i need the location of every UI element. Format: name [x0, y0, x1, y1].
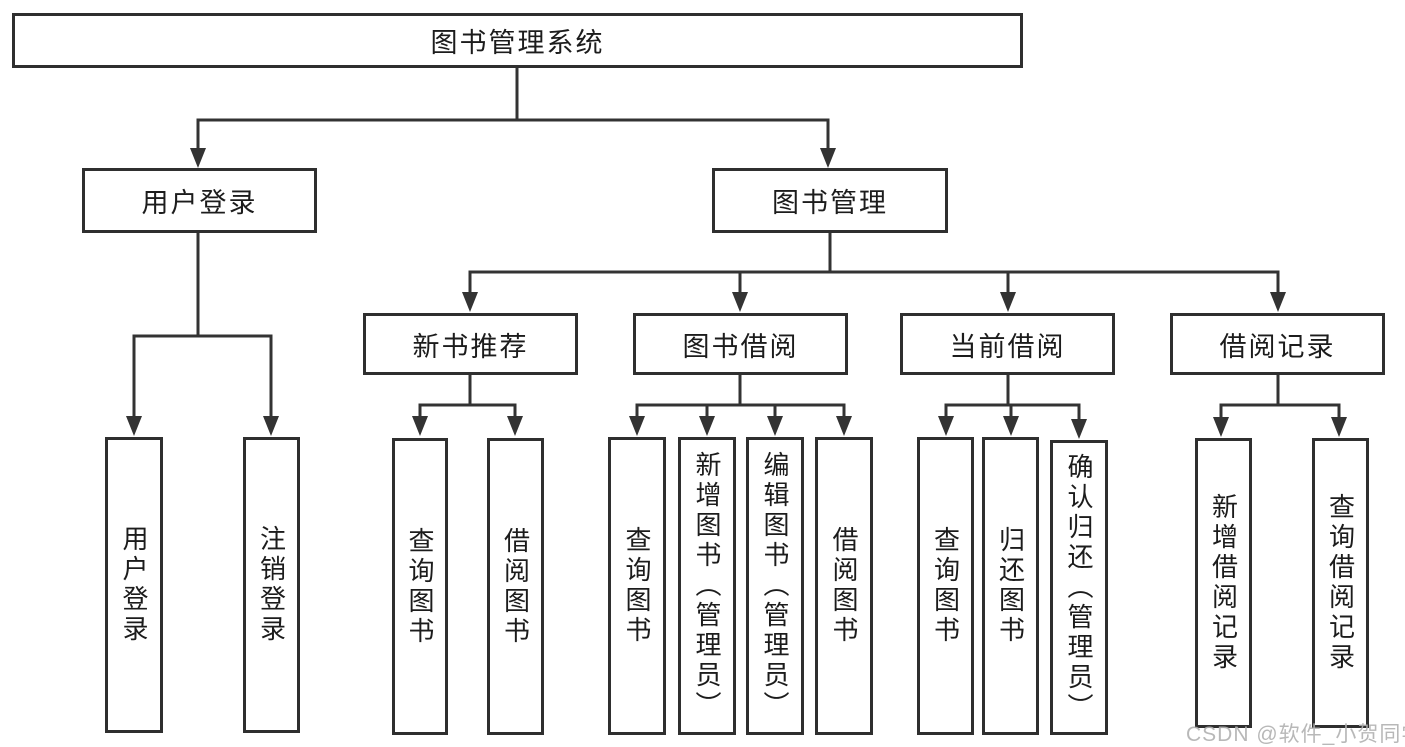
node-return-book: 归还图书: [982, 437, 1039, 735]
node-user-login-label: 用户登录: [141, 188, 258, 218]
arrow-down-icon: [767, 416, 783, 436]
node-query-book-a-label: 查询图书: [405, 526, 435, 647]
node-borrowing-records-label: 借阅记录: [1219, 331, 1336, 362]
node-current-borrowing: 当前借阅: [900, 313, 1115, 375]
connector-book-management-children: [462, 233, 1286, 312]
connector-book-borrowing-children: [629, 375, 852, 436]
arrow-down-icon: [836, 416, 852, 436]
arrow-down-icon: [190, 148, 206, 168]
node-new-book-recommend: 新书推荐: [363, 313, 578, 375]
connector-user-login-children: [126, 233, 279, 436]
node-add-borrow-record: 新增借阅记录: [1195, 438, 1252, 728]
node-user-login: 用户登录: [82, 168, 317, 233]
arrow-down-icon: [1331, 417, 1347, 437]
node-current-borrowing-label: 当前借阅: [949, 331, 1066, 362]
arrow-down-icon: [126, 416, 142, 436]
node-query-book-a: 查询图书: [392, 438, 448, 735]
node-root-label: 图书管理系统: [430, 28, 605, 58]
node-confirm-return-admin-label: 确认归还（管理员）: [1064, 452, 1094, 723]
node-confirm-return-admin: 确认归还（管理员）: [1050, 440, 1108, 735]
node-query-borrow-record: 查询借阅记录: [1312, 438, 1369, 728]
node-book-borrowing: 图书借阅: [633, 313, 848, 375]
arrow-down-icon: [699, 416, 715, 436]
node-borrowing-records: 借阅记录: [1170, 313, 1385, 375]
arrow-down-icon: [263, 416, 279, 436]
csdn-watermark: CSDN @软件_小贺同学: [1186, 723, 1405, 746]
arrow-down-icon: [462, 292, 478, 312]
arrow-down-icon: [938, 416, 954, 436]
node-query-book-c-label: 查询图书: [930, 526, 961, 646]
node-query-book-c: 查询图书: [917, 437, 974, 735]
node-query-borrow-record-label: 查询借阅记录: [1325, 493, 1356, 673]
arrow-down-icon: [732, 292, 748, 312]
node-return-book-label: 归还图书: [995, 526, 1026, 646]
arrow-down-icon: [820, 148, 836, 168]
node-new-book-recommend-label: 新书推荐: [412, 331, 529, 362]
arrow-down-icon: [629, 416, 645, 436]
connector-borrowing-records-children: [1213, 375, 1347, 437]
arrow-down-icon: [412, 416, 428, 436]
node-user-login-leaf: 用户登录: [105, 437, 163, 733]
connector-root-to-level2: [190, 68, 836, 168]
node-logout-leaf: 注销登录: [243, 437, 300, 733]
node-book-borrowing-label: 图书借阅: [682, 331, 799, 362]
node-query-book-b: 查询图书: [608, 437, 666, 735]
node-logout-leaf-label: 注销登录: [256, 525, 287, 645]
node-borrow-book-a-label: 借阅图书: [500, 526, 531, 647]
arrow-down-icon: [1213, 417, 1229, 437]
node-add-borrow-record-label: 新增借阅记录: [1208, 493, 1239, 673]
node-edit-book-admin: 编辑图书（管理员）: [746, 437, 804, 735]
arrow-down-icon: [1071, 419, 1087, 439]
connector-new-book-recommend-children: [412, 375, 523, 436]
node-borrow-book-a: 借阅图书: [487, 438, 544, 735]
node-add-book-admin-label: 新增图书（管理员）: [692, 451, 722, 721]
connector-current-borrowing-children: [938, 375, 1087, 439]
node-book-management-label: 图书管理: [772, 188, 888, 218]
node-edit-book-admin-label: 编辑图书（管理员）: [760, 451, 790, 721]
node-book-management: 图书管理: [712, 168, 948, 233]
node-root: 图书管理系统: [12, 13, 1023, 68]
node-query-book-b-label: 查询图书: [622, 526, 652, 646]
arrow-down-icon: [507, 416, 523, 436]
arrow-down-icon: [1000, 292, 1016, 312]
arrow-down-icon: [1270, 292, 1286, 312]
node-user-login-leaf-label: 用户登录: [119, 525, 149, 645]
node-borrow-book-b: 借阅图书: [815, 437, 873, 735]
node-add-book-admin: 新增图书（管理员）: [678, 437, 736, 735]
node-borrow-book-b-label: 借阅图书: [829, 526, 859, 646]
arrow-down-icon: [1003, 416, 1019, 436]
